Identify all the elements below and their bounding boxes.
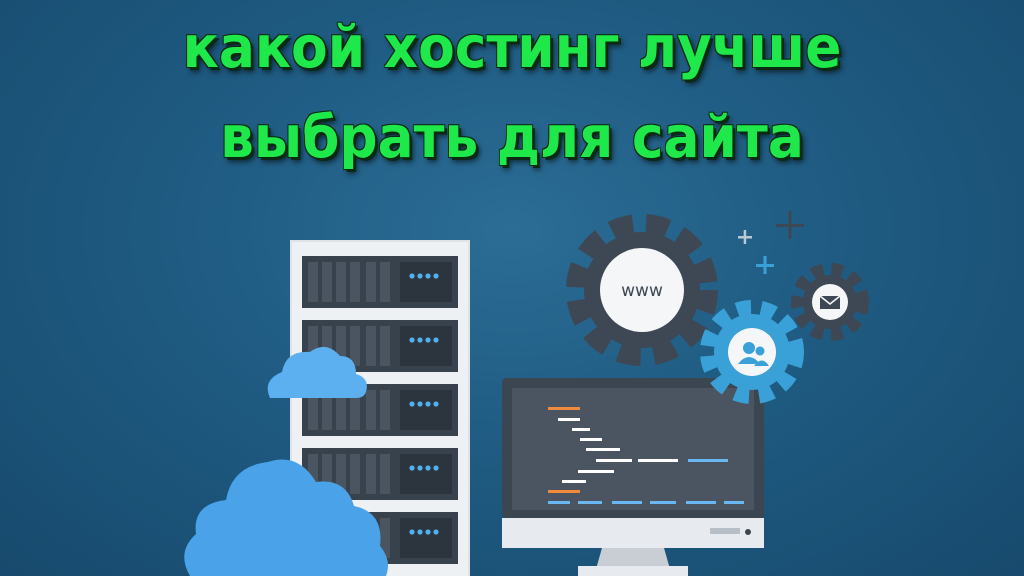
plus-icon [756,256,774,274]
code-lines [548,407,744,504]
headline-line-2: выбрать для сайта [220,103,804,171]
gear-www-label: www [621,281,663,301]
gear-mail-icon [791,263,869,341]
gear-users-icon [700,300,804,404]
cloud-icon [184,459,388,576]
cloud-icon [267,346,367,398]
server-unit [302,256,458,308]
gear-www-icon: www [566,214,718,366]
headline-line-1: какой хостинг лучше [182,13,842,81]
server-unit [302,384,458,436]
monitor-code-icon [502,378,764,576]
plus-icon [738,230,752,244]
plus-icon [776,211,804,239]
